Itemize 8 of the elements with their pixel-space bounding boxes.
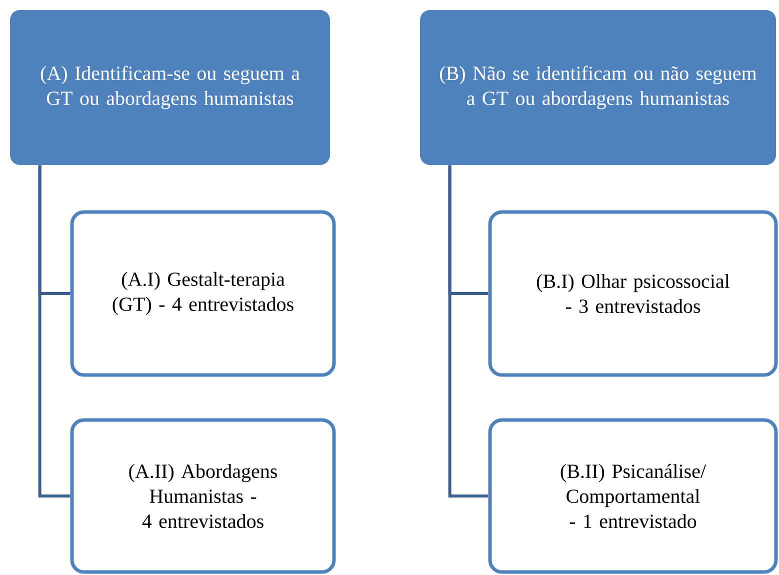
subcategory-box: (A.II) Abordagens Humanistas - 4 entrevistados (70, 418, 336, 574)
connector-line (448, 165, 488, 498)
subcategory-box: (B.II) Psicanálise/ Comportamental - 1 entrevistado (488, 418, 778, 574)
subcategory-box: (B.I) Olhar psicossocial - 3 entrevistados (488, 210, 778, 377)
category-box: (A) Identificam-se ou seguem a GT ou abordagens humanistas (10, 10, 330, 165)
category-box: (B) Não se identificam ou não seguem a GT ou abordagens humanistas (420, 10, 776, 165)
connector-line (38, 165, 70, 498)
subcategory-box: (A.I) Gestalt-terapia (GT) - 4 entrevistados (70, 210, 336, 377)
